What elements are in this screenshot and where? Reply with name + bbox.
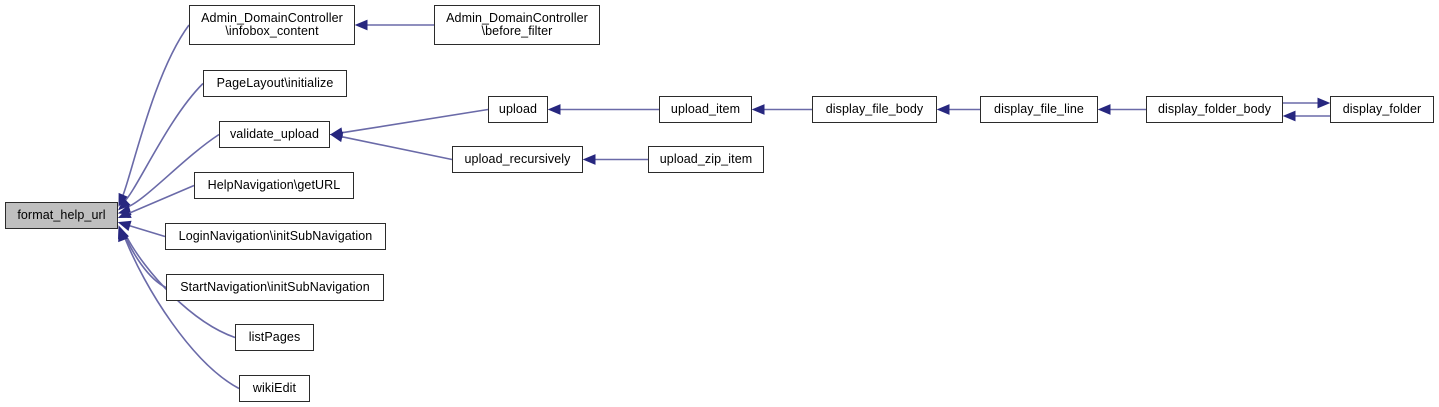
graph-node-label: PageLayout\initialize — [216, 75, 334, 90]
graph-node-listpages[interactable]: listPages — [235, 324, 314, 351]
graph-node-loginnavigation_initsubnavigation[interactable]: LoginNavigation\initSubNavigation — [165, 223, 386, 250]
graph-node-label: HelpNavigation\getURL — [207, 177, 341, 192]
graph-edge-line — [123, 236, 240, 390]
graph-node-display_folder[interactable]: display_folder — [1330, 96, 1434, 123]
graph-node-label: StartNavigation\initSubNavigation — [180, 279, 370, 294]
graph-edge-arrowhead — [118, 227, 130, 242]
graph-edge-arrowhead — [1317, 97, 1331, 109]
graph-edge-arrowhead — [118, 225, 129, 240]
graph-node-label: upload — [498, 101, 538, 116]
graph-node-label: Admin_DomainController \infobox_content — [201, 10, 343, 38]
graph-node-admin_before_filter[interactable]: Admin_DomainController \before_filter — [434, 5, 600, 45]
graph-edge-arrowhead — [936, 104, 950, 115]
graph-node-label: upload_zip_item — [659, 151, 753, 166]
graph-node-label: display_file_body — [825, 101, 924, 116]
graph-edge-arrowhead — [118, 192, 129, 207]
graph-node-label: wikiEdit — [252, 380, 297, 395]
graph-edge-arrowhead — [117, 220, 132, 231]
graph-edge-arrowhead — [751, 104, 765, 115]
graph-node-display_folder_body[interactable]: display_folder_body — [1146, 96, 1283, 123]
graph-node-display_file_body[interactable]: display_file_body — [812, 96, 937, 123]
graph-edge-line — [121, 24, 190, 198]
graph-edge-line — [123, 82, 204, 203]
graph-edge-line — [127, 224, 166, 238]
graph-edge-arrowhead — [117, 208, 132, 219]
graph-edge-arrowhead — [582, 154, 596, 165]
graph-node-admin_infobox_content[interactable]: Admin_DomainController \infobox_content — [189, 5, 355, 45]
graph-node-label: listPages — [248, 329, 301, 344]
graph-edge-arrowhead — [354, 19, 368, 31]
graph-edge-arrowhead — [117, 204, 132, 216]
graph-edge-arrowhead — [329, 131, 344, 143]
graph-edge-arrowhead — [329, 127, 344, 138]
graph-edge-arrowhead — [118, 228, 129, 243]
graph-edge-line — [126, 184, 195, 215]
graph-node-upload_zip_item[interactable]: upload_zip_item — [648, 146, 764, 173]
graph-node-upload_item[interactable]: upload_item — [659, 96, 752, 123]
graph-node-format_help_url[interactable]: format_help_url — [5, 202, 118, 229]
graph-node-startnavigation_initsubnavigation[interactable]: StartNavigation\initSubNavigation — [166, 274, 384, 301]
graph-edge-line — [123, 233, 167, 289]
graph-node-upload_recursively[interactable]: upload_recursively — [452, 146, 583, 173]
graph-node-display_file_line[interactable]: display_file_line — [980, 96, 1098, 123]
graph-edge-arrowhead — [547, 104, 561, 115]
graph-edge-arrowhead — [118, 197, 131, 211]
graph-edge-arrowhead — [1282, 110, 1296, 122]
graph-node-helpnavigation_geturl[interactable]: HelpNavigation\getURL — [194, 172, 354, 199]
graph-node-label: upload_item — [670, 101, 741, 116]
graph-node-upload[interactable]: upload — [488, 96, 548, 123]
graph-edge-line — [339, 108, 489, 134]
graph-node-label: upload_recursively — [464, 151, 571, 166]
graph-node-label: display_folder_body — [1157, 101, 1272, 116]
graph-node-label: format_help_url — [17, 207, 106, 222]
graph-node-pagelayout_initialize[interactable]: PageLayout\initialize — [203, 70, 347, 97]
graph-node-validate_upload[interactable]: validate_upload — [219, 121, 330, 148]
graph-node-label: validate_upload — [229, 126, 320, 141]
graph-node-wikiedit[interactable]: wikiEdit — [239, 375, 310, 402]
graph-node-label: LoginNavigation\initSubNavigation — [178, 228, 373, 243]
graph-node-label: display_file_line — [994, 101, 1084, 116]
graph-node-label: Admin_DomainController \before_filter — [446, 10, 588, 38]
graph-edge-line — [339, 135, 453, 161]
graph-edge-arrowhead — [1097, 104, 1111, 115]
graph-node-label: display_folder — [1342, 101, 1422, 116]
